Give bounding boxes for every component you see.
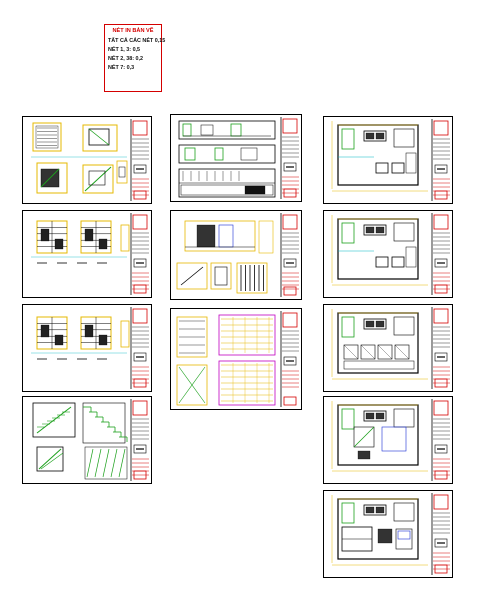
note-line: NÉT 1, 3: 0,5 — [108, 47, 141, 53]
note-title: NÉT IN BẢN VẼ — [112, 28, 154, 34]
title-block — [431, 493, 450, 575]
drawing-sheet[interactable] — [323, 304, 453, 392]
drawing-sheet[interactable] — [323, 116, 453, 204]
cad-drawing — [331, 309, 428, 380]
title-block — [431, 307, 450, 389]
title-block — [431, 399, 450, 481]
cad-drawing — [331, 401, 428, 472]
drawing-sheet[interactable] — [22, 116, 152, 204]
drawing-sheet[interactable] — [323, 490, 453, 578]
cad-drawing — [31, 220, 130, 264]
title-block — [130, 119, 149, 201]
title-block — [130, 213, 149, 295]
drawing-sheet[interactable] — [170, 210, 302, 300]
note-line: NÉT 2, 38: 0,2 — [108, 56, 144, 62]
title-block — [130, 307, 149, 389]
drawing-sheet[interactable] — [22, 210, 152, 298]
drawing-sheet[interactable] — [323, 396, 453, 484]
cad-drawing — [176, 314, 276, 406]
drawing-sheet[interactable] — [170, 114, 302, 202]
title-block — [130, 399, 149, 481]
title-block — [280, 311, 299, 407]
cad-drawing — [178, 120, 276, 198]
note-line: NÉT 7: 0,3 — [108, 65, 135, 71]
note-line: TẤT CẢ CÁC NÉT 0,15 — [108, 38, 166, 44]
title-block — [280, 213, 299, 297]
plot-lineweight-note[interactable]: NÉT IN BẢN VẼ TẤT CẢ CÁC NÉT 0,15 NÉT 1,… — [104, 24, 166, 92]
drawing-sheet[interactable] — [22, 304, 152, 392]
cad-drawing — [176, 220, 274, 294]
drawing-sheet[interactable] — [170, 308, 302, 410]
title-block — [431, 213, 450, 295]
drawing-sheet[interactable] — [323, 210, 453, 298]
title-block — [431, 119, 450, 201]
title-block — [280, 117, 299, 199]
cad-drawing — [32, 402, 128, 480]
cad-drawing — [31, 316, 130, 360]
cad-drawing — [331, 495, 428, 566]
cad-drawing — [331, 215, 428, 286]
cad-drawing — [331, 121, 428, 192]
cad-drawing — [31, 122, 128, 194]
drawing-sheet[interactable] — [22, 396, 152, 484]
